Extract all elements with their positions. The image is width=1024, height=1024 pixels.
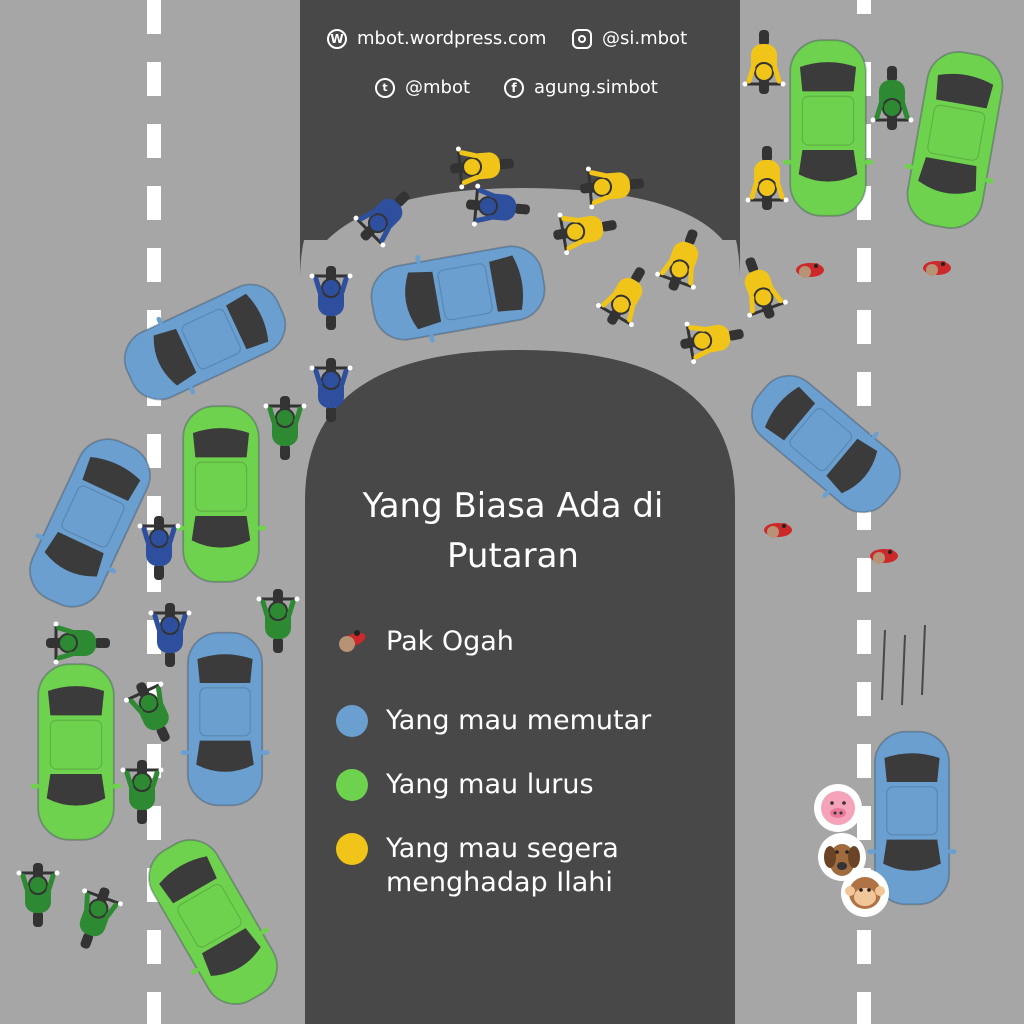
facebook-label: agung.simbot (534, 77, 658, 98)
legend-swatch (336, 833, 368, 865)
monkey-face-icon (841, 869, 889, 917)
facebook-icon: f (504, 77, 524, 98)
page-title: Yang Biasa Ada di Putaran (318, 481, 708, 581)
legend-item-straight: Yang mau lurus (336, 768, 594, 802)
car-straight (894, 44, 1016, 236)
pak-ogah-figure (923, 261, 951, 276)
wordpress-icon: W (327, 28, 347, 49)
car-turning (12, 425, 168, 621)
car-straight (130, 824, 296, 1020)
legend-swatch (336, 705, 368, 737)
social-wordpress[interactable]: W mbot.wordpress.com (327, 28, 546, 49)
title-line-1: Yang Biasa Ada di (362, 486, 664, 526)
bike-reckless (746, 146, 789, 210)
legend-label: Yang mau segera menghadap Ilahi (386, 832, 619, 900)
instagram-icon (572, 28, 592, 49)
car-straight (174, 405, 268, 583)
car-turning (734, 357, 918, 531)
pig-face-icon (814, 784, 862, 832)
twitter-icon: t (375, 77, 395, 98)
car-straight (781, 39, 875, 217)
pak-ogah-figure (796, 263, 824, 278)
social-facebook[interactable]: f agung.simbot (504, 77, 658, 98)
bike-straight (257, 589, 300, 653)
bike-straight (17, 863, 60, 927)
pak-ogah-figure (764, 523, 792, 538)
bike-straight (64, 881, 126, 956)
twitter-label: @mbot (405, 77, 471, 98)
bike-reckless (677, 312, 747, 365)
legend-swatch (336, 769, 368, 801)
bike-reckless (729, 251, 791, 326)
legend-item-pak-ogah: Pak Ogah (336, 625, 514, 659)
dog-face-icon (818, 833, 866, 881)
legend-label: Yang mau memutar (386, 705, 652, 736)
bike-reckless (743, 30, 786, 94)
legend-label-line-1: Yang mau segera (386, 833, 619, 864)
legend-item-turning: Yang mau memutar (336, 704, 651, 738)
legend-label: Yang mau lurus (386, 769, 594, 800)
bike-straight (264, 396, 307, 460)
social-instagram[interactable]: @si.mbot (572, 28, 687, 49)
bike-turning (138, 516, 181, 580)
social-twitter[interactable]: t @mbot (375, 77, 470, 98)
person-icon (336, 625, 368, 657)
pak-ogah-figure (870, 549, 898, 564)
bike-straight (871, 66, 914, 130)
legend-label-line-2: menghadap Ilahi (386, 867, 613, 898)
wordpress-label: mbot.wordpress.com (357, 28, 547, 49)
title-line-2: Putaran (447, 536, 579, 576)
car-turning (111, 267, 299, 417)
legend-item-reckless: Yang mau segera menghadap Ilahi (336, 832, 619, 900)
legend-label: Pak Ogah (386, 626, 514, 657)
car-turning (179, 631, 271, 807)
car-straight (29, 663, 123, 841)
bike-straight (46, 622, 110, 665)
instagram-label: @si.mbot (602, 28, 688, 49)
